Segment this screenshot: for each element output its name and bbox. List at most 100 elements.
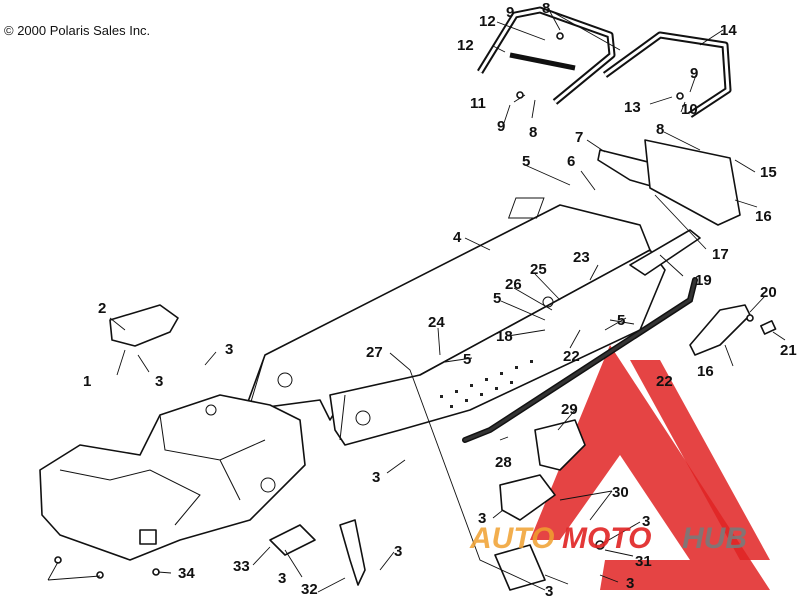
tunnel-rail-part	[629, 229, 701, 276]
tunnel-edges	[249, 354, 346, 441]
footrest-part	[689, 304, 751, 356]
mount-bracket-upper	[534, 419, 586, 471]
callout-28: 30	[612, 484, 629, 501]
callout-16: 17	[712, 246, 729, 263]
callout-22: 23	[573, 249, 590, 266]
rear-bumper-assembly	[477, 6, 732, 118]
mount-bracket-lower	[499, 474, 556, 521]
chassis-detail	[59, 469, 201, 526]
callout-14: 15	[760, 164, 777, 181]
watermark-triangle-right	[630, 360, 770, 560]
callout-14: 16	[697, 363, 714, 380]
running-board-rod	[463, 278, 697, 442]
callout-8: 10	[681, 101, 698, 118]
callout-10: 11	[470, 95, 486, 112]
hardware-fasteners	[54, 32, 754, 579]
tunnel-hole	[355, 410, 371, 426]
callout-17: 19	[695, 272, 712, 289]
chassis-outline	[39, 394, 306, 561]
chassis-port	[139, 529, 157, 545]
callout-31: 33	[233, 558, 250, 575]
callout-16: 18	[496, 328, 513, 345]
copyright-notice: © 2000 Polaris Sales Inc.	[4, 23, 151, 38]
bumper-left-outline	[477, 6, 616, 105]
strap-part	[339, 519, 366, 586]
bumper-crossbar	[509, 52, 576, 71]
callout-13: 14	[720, 22, 737, 39]
watermark-word-hub: HUB	[682, 522, 747, 555]
callout-5: 5	[493, 290, 501, 307]
callout-3: 3	[478, 510, 486, 527]
callout-12: 12	[479, 13, 496, 30]
fastener	[54, 556, 62, 564]
callout-18: 20	[760, 284, 777, 301]
tunnel-part	[244, 197, 666, 446]
callout-12: 13	[624, 99, 641, 116]
callout-labels: 2 1 3 3 4 5 6 7 8 15 16 17 19 20 21 22 1…	[83, 0, 797, 600]
tunnel-hole	[542, 296, 554, 308]
callout-3: 3	[545, 583, 553, 600]
callout-1: 1	[83, 373, 91, 390]
fastener	[96, 571, 104, 579]
callout-9: 9	[506, 4, 514, 21]
callout-21: 22	[563, 348, 580, 365]
callout-11: 12	[457, 37, 474, 54]
watermark-text: AUTO MOTO HUB	[469, 522, 747, 555]
callout-7: 7	[575, 129, 583, 146]
callout-3: 3	[278, 570, 286, 587]
chassis-detail	[159, 414, 266, 501]
fastener	[676, 92, 684, 100]
callout-9: 9	[497, 118, 505, 135]
callout-29: 31	[635, 553, 652, 570]
callout-26: 28	[495, 454, 512, 471]
callout-20: 22	[656, 373, 673, 390]
callout-5: 5	[463, 351, 471, 368]
callout-23: 25	[530, 261, 547, 278]
callout-22: 24	[428, 314, 445, 331]
callout-15: 16	[755, 208, 772, 225]
callout-19: 21	[780, 342, 797, 359]
rear-mesh-panel	[507, 197, 545, 219]
front-chassis-part	[39, 394, 306, 561]
fastener	[556, 32, 564, 40]
chassis-hole	[205, 404, 217, 416]
callout-5: 5	[617, 312, 625, 329]
callout-25: 27	[366, 344, 383, 361]
callout-2: 2	[98, 300, 106, 317]
leader-lines	[47, 9, 786, 593]
callout-8: 8	[542, 0, 550, 17]
snow-flap-part	[644, 139, 741, 226]
callout-6: 6	[567, 153, 575, 170]
bumper-right-tube	[604, 33, 730, 117]
callout-3: 3	[372, 469, 380, 486]
watermark-triangle-left	[530, 345, 770, 590]
plate-part	[269, 524, 316, 556]
callout-3: 3	[642, 513, 650, 530]
callout-32: 34	[178, 565, 195, 582]
clip-part	[760, 320, 777, 335]
watermark-word-moto: MOTO	[562, 522, 651, 555]
callout-4: 4	[453, 229, 462, 246]
callout-30: 32	[301, 581, 318, 598]
chassis-hole	[260, 477, 276, 493]
watermark-logo	[530, 345, 770, 590]
bracket-part	[109, 304, 179, 347]
callout-3: 3	[225, 341, 233, 358]
watermark-triangle-notch	[560, 470, 640, 540]
bumper-left-tube	[478, 8, 614, 104]
callout-3: 3	[626, 575, 634, 592]
callout-3: 3	[155, 373, 163, 390]
watermark-word-auto: AUTO	[469, 522, 554, 555]
callout-8: 8	[529, 124, 537, 141]
callout-9: 9	[690, 65, 698, 82]
callout-5: 5	[522, 153, 530, 170]
callout-27: 29	[561, 401, 578, 418]
tunnel-hole	[277, 372, 293, 388]
callout-3: 3	[394, 543, 402, 560]
fastener	[746, 314, 754, 322]
lower-bracket-part	[494, 544, 546, 591]
callout-8: 8	[656, 121, 664, 138]
callout-24: 26	[505, 276, 522, 293]
